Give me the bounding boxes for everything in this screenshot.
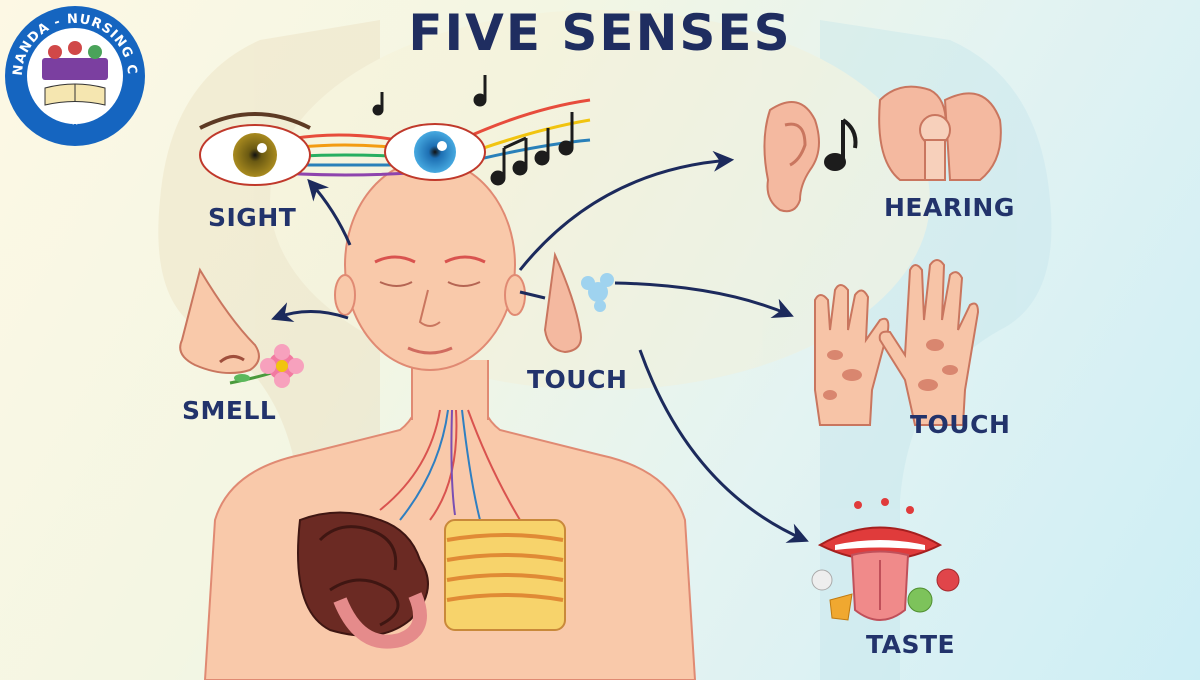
human-head <box>334 159 526 371</box>
arrow-to-touch <box>614 281 794 319</box>
nerve-lines <box>379 409 521 521</box>
hands-illustration <box>814 259 980 426</box>
label-smell: SMELL <box>182 396 277 425</box>
nose-illustration <box>179 267 260 375</box>
mouth-tongue-illustration <box>817 498 943 621</box>
music-note-icon <box>824 118 858 171</box>
touch-connector <box>519 290 546 300</box>
flower-icon <box>229 344 304 388</box>
label-hearing: HEARING <box>884 193 1015 222</box>
svg-text:★: ★ <box>71 117 80 128</box>
inner-ear-anatomy-illustration <box>878 85 1002 181</box>
label-touch-right: TOUCH <box>910 410 1011 439</box>
arrows <box>271 150 809 543</box>
label-taste: TASTE <box>866 630 956 659</box>
label-sight: SIGHT <box>208 203 297 232</box>
intestines-illustration <box>297 511 429 649</box>
ear-illustration <box>763 101 820 213</box>
arrow-to-taste <box>638 349 809 543</box>
nanda-nursing-classes-logo: NANDA - NURSING CLASSES ★ <box>0 0 145 146</box>
touch-nose-sketch <box>543 251 614 354</box>
label-touch-center: TOUCH <box>527 365 628 394</box>
arrow-to-hearing <box>518 150 735 271</box>
music-notes-icon <box>372 75 574 186</box>
eyes-illustration <box>199 98 591 186</box>
arrow-to-sight <box>307 178 352 246</box>
page-title: FIVE SENSES <box>408 4 792 62</box>
candy-pieces-icon <box>811 568 960 621</box>
tissue-layers-illustration <box>444 519 566 631</box>
arrow-to-smell <box>271 302 349 323</box>
